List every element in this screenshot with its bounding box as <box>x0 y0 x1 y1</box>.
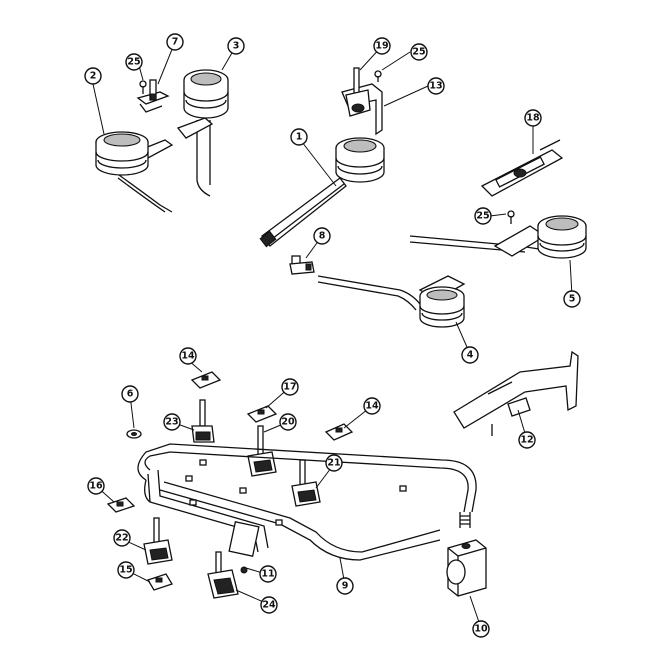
part-18 <box>480 139 564 197</box>
valve-23 <box>191 399 215 443</box>
callout-9: 9 <box>336 577 354 595</box>
clip-16 <box>106 497 136 513</box>
callout-17-label: 17 <box>283 382 296 393</box>
callout-11: 11 <box>259 565 277 583</box>
callout-25-top-label: 25 <box>127 57 140 68</box>
washer-6 <box>126 429 142 439</box>
callout-1-label: 1 <box>296 132 303 143</box>
callout-17: 17 <box>281 378 299 396</box>
callout-14-right-label: 14 <box>365 401 379 412</box>
clip-15 <box>147 573 173 591</box>
callout-24: 24 <box>260 596 278 614</box>
callout-20-label: 20 <box>281 417 295 428</box>
callout-14-upper: 14 <box>179 347 197 365</box>
callout-3-label: 3 <box>233 41 240 52</box>
callout-25-top: 25 <box>125 53 143 71</box>
clip-17 <box>246 405 278 423</box>
clip-14-upper <box>190 371 222 389</box>
callout-6: 6 <box>121 385 139 403</box>
part-8 <box>289 255 315 275</box>
callout-13: 13 <box>427 77 445 95</box>
callout-10-label: 10 <box>474 624 488 635</box>
valve-20 <box>247 425 277 477</box>
callout-25-right: 25 <box>474 207 492 225</box>
callout-18: 18 <box>524 109 542 127</box>
callout-19: 19 <box>373 37 391 55</box>
callout-20: 20 <box>279 413 297 431</box>
valve-22 <box>143 517 173 565</box>
callout-16: 16 <box>87 477 105 495</box>
callout-14-right: 14 <box>363 397 381 415</box>
callout-10: 10 <box>472 620 490 638</box>
callout-25-right-label: 25 <box>476 211 489 222</box>
callout-16-label: 16 <box>89 481 103 492</box>
callout-21: 21 <box>325 454 343 472</box>
assembly-13-19 <box>341 67 383 136</box>
callout-22: 22 <box>113 529 131 547</box>
callout-23-label: 23 <box>165 417 178 428</box>
callout-1: 1 <box>290 128 308 146</box>
burner-2 <box>95 131 174 213</box>
callout-3: 3 <box>227 37 245 55</box>
callout-6-label: 6 <box>127 389 134 400</box>
bracket-12 <box>453 350 579 436</box>
valve-21 <box>291 459 321 507</box>
regulator-10 <box>446 539 487 597</box>
valve-24 <box>207 551 248 599</box>
manifold-9 <box>137 443 477 561</box>
callout-5-label: 5 <box>569 294 576 305</box>
callout-9-label: 9 <box>342 581 349 592</box>
callout-7: 7 <box>166 33 184 51</box>
burner-4 <box>317 275 466 328</box>
callout-12-label: 12 <box>520 435 533 446</box>
callout-14-upper-label: 14 <box>181 351 195 362</box>
callout-25-mid: 25 <box>410 43 428 61</box>
callout-8: 8 <box>313 227 331 245</box>
callout-4: 4 <box>461 346 479 364</box>
callout-23: 23 <box>163 413 181 431</box>
callout-7-label: 7 <box>172 37 179 48</box>
callout-13-label: 13 <box>429 81 442 92</box>
callout-21-label: 21 <box>327 458 340 469</box>
callout-8-label: 8 <box>319 231 326 242</box>
callout-2: 2 <box>84 67 102 85</box>
callout-24-label: 24 <box>262 600 276 611</box>
callout-2-label: 2 <box>90 71 97 82</box>
callout-11-label: 11 <box>261 569 274 580</box>
clip-14-right <box>324 423 354 441</box>
burner-5 <box>409 210 587 259</box>
callout-12: 12 <box>518 431 536 449</box>
callout-18-label: 18 <box>526 113 540 124</box>
callout-15: 15 <box>117 561 135 579</box>
burner-1 <box>259 137 385 248</box>
callout-25-mid-label: 25 <box>412 47 425 58</box>
callout-22-label: 22 <box>115 533 128 544</box>
bracket-7 <box>136 79 170 113</box>
callout-15-label: 15 <box>119 565 132 576</box>
callout-5: 5 <box>563 290 581 308</box>
callout-19-label: 19 <box>375 41 388 52</box>
burner-3 <box>176 69 229 197</box>
callout-4-label: 4 <box>467 350 474 361</box>
